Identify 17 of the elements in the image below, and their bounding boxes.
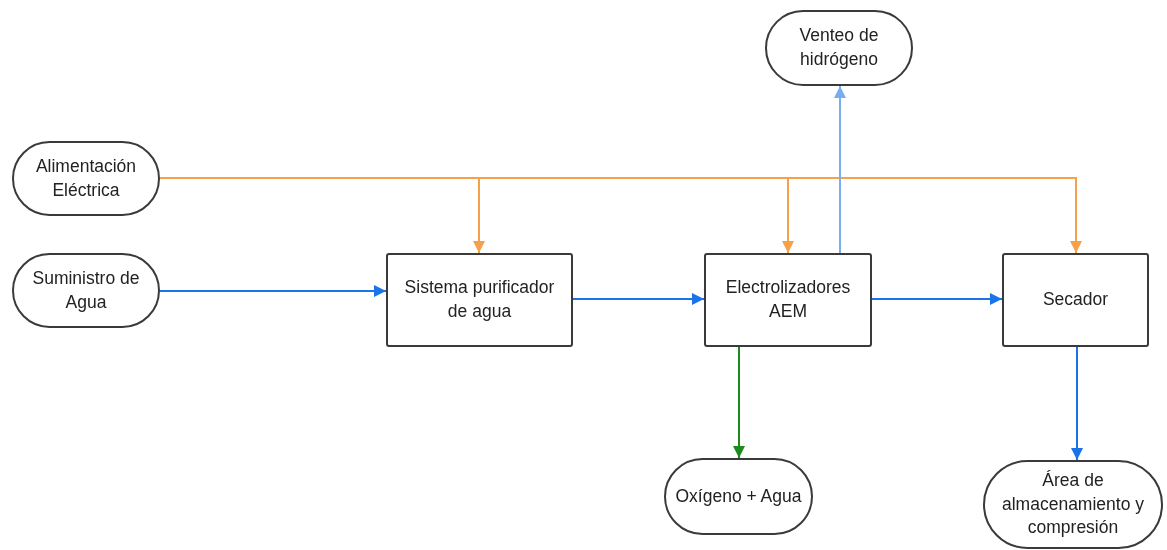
arrow	[1071, 346, 1083, 461]
arrow	[572, 293, 705, 305]
process-box	[1002, 253, 1149, 347]
node-label: Electrolizadores AEM	[724, 276, 852, 323]
process-box	[704, 253, 872, 347]
node-label: Sistema purificador de agua	[403, 276, 556, 323]
node-label: Alimentación Eléctrica	[34, 154, 138, 202]
node-label: Venteo de hidrógeno	[798, 24, 880, 71]
arrow	[871, 293, 1003, 305]
node-label: Secador	[1042, 288, 1109, 312]
node-label: Área de almacenamiento y compresión	[1001, 469, 1145, 540]
arrow	[159, 285, 387, 297]
arrow	[733, 346, 745, 459]
node-label: Suministro de Agua	[31, 266, 141, 314]
process-box	[386, 253, 573, 347]
node-label: Oxígeno + Agua	[675, 484, 802, 508]
arrow	[834, 85, 846, 254]
